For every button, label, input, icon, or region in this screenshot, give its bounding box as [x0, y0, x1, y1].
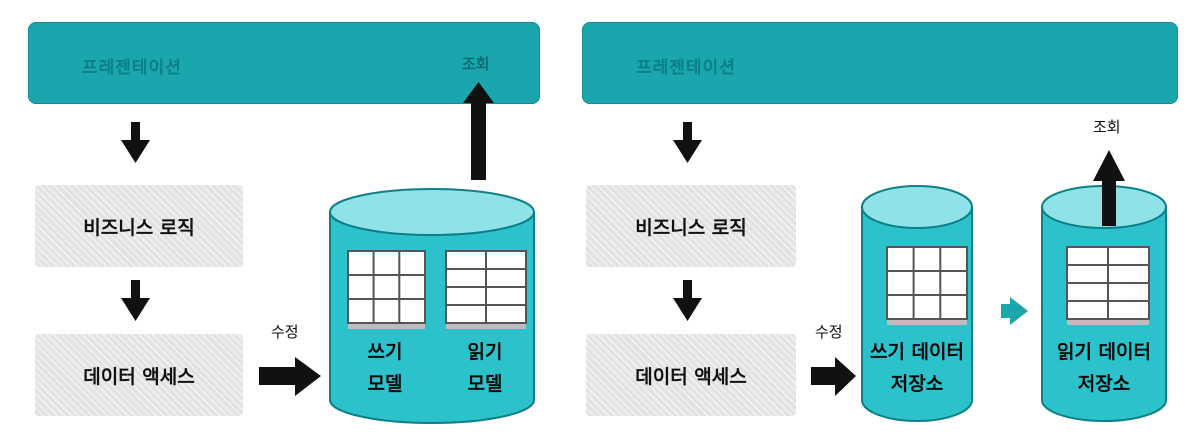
modify-label: 수정 [815, 323, 843, 341]
data-access-box: 데이터 액세스 [586, 334, 796, 416]
down-arrow-icon [673, 122, 702, 163]
up-arrow-icon [463, 82, 494, 180]
modify-label: 수정 [271, 323, 299, 341]
read-store-table-icon [1066, 246, 1150, 325]
presentation-title: 프레젠테이션 [82, 58, 182, 78]
business-logic-label: 비즈니스 로직 [635, 216, 747, 239]
write-model-table-icon [347, 250, 426, 329]
business-logic-box: 비즈니스 로직 [35, 185, 243, 267]
read-model-text: 읽기 모델 [467, 341, 503, 395]
right-arrow-icon [259, 357, 321, 396]
left-diagram-graphics [121, 82, 535, 424]
query-label: 조회 [1093, 118, 1121, 136]
presentation-bar [28, 22, 540, 104]
data-access-label: 데이터 액세스 [635, 365, 747, 388]
sync-arrow-icon [1001, 297, 1028, 325]
write-store-label: 쓰기 데이터 저장소 [852, 336, 982, 400]
presentation-title: 프레젠테이션 [636, 58, 736, 78]
write-model-label: 쓰기 모델 [340, 336, 430, 400]
down-arrow-icon [121, 122, 150, 163]
write-store-text: 쓰기 데이터 저장소 [869, 341, 964, 395]
read-store-text: 읽기 데이터 저장소 [1056, 341, 1151, 395]
left-diagram: 프레젠테이션 조회 비즈니스 로직 데이터 액세스 수정 [0, 0, 560, 435]
write-store-table-icon [886, 246, 968, 325]
read-store-label: 읽기 데이터 저장소 [1036, 336, 1172, 400]
read-model-label: 읽기 모델 [440, 336, 530, 400]
presentation-bar [582, 22, 1178, 104]
business-logic-label: 비즈니스 로직 [83, 216, 195, 239]
data-access-box: 데이터 액세스 [35, 334, 243, 416]
right-arrow-icon [811, 357, 856, 396]
read-model-table-icon [445, 250, 527, 329]
write-model-text: 쓰기 모델 [367, 341, 403, 395]
data-access-label: 데이터 액세스 [83, 365, 195, 388]
up-arrow-icon [1093, 150, 1125, 226]
query-label: 조회 [462, 55, 490, 73]
down-arrow-icon [121, 280, 150, 321]
down-arrow-icon [673, 280, 702, 321]
business-logic-box: 비즈니스 로직 [586, 185, 796, 267]
